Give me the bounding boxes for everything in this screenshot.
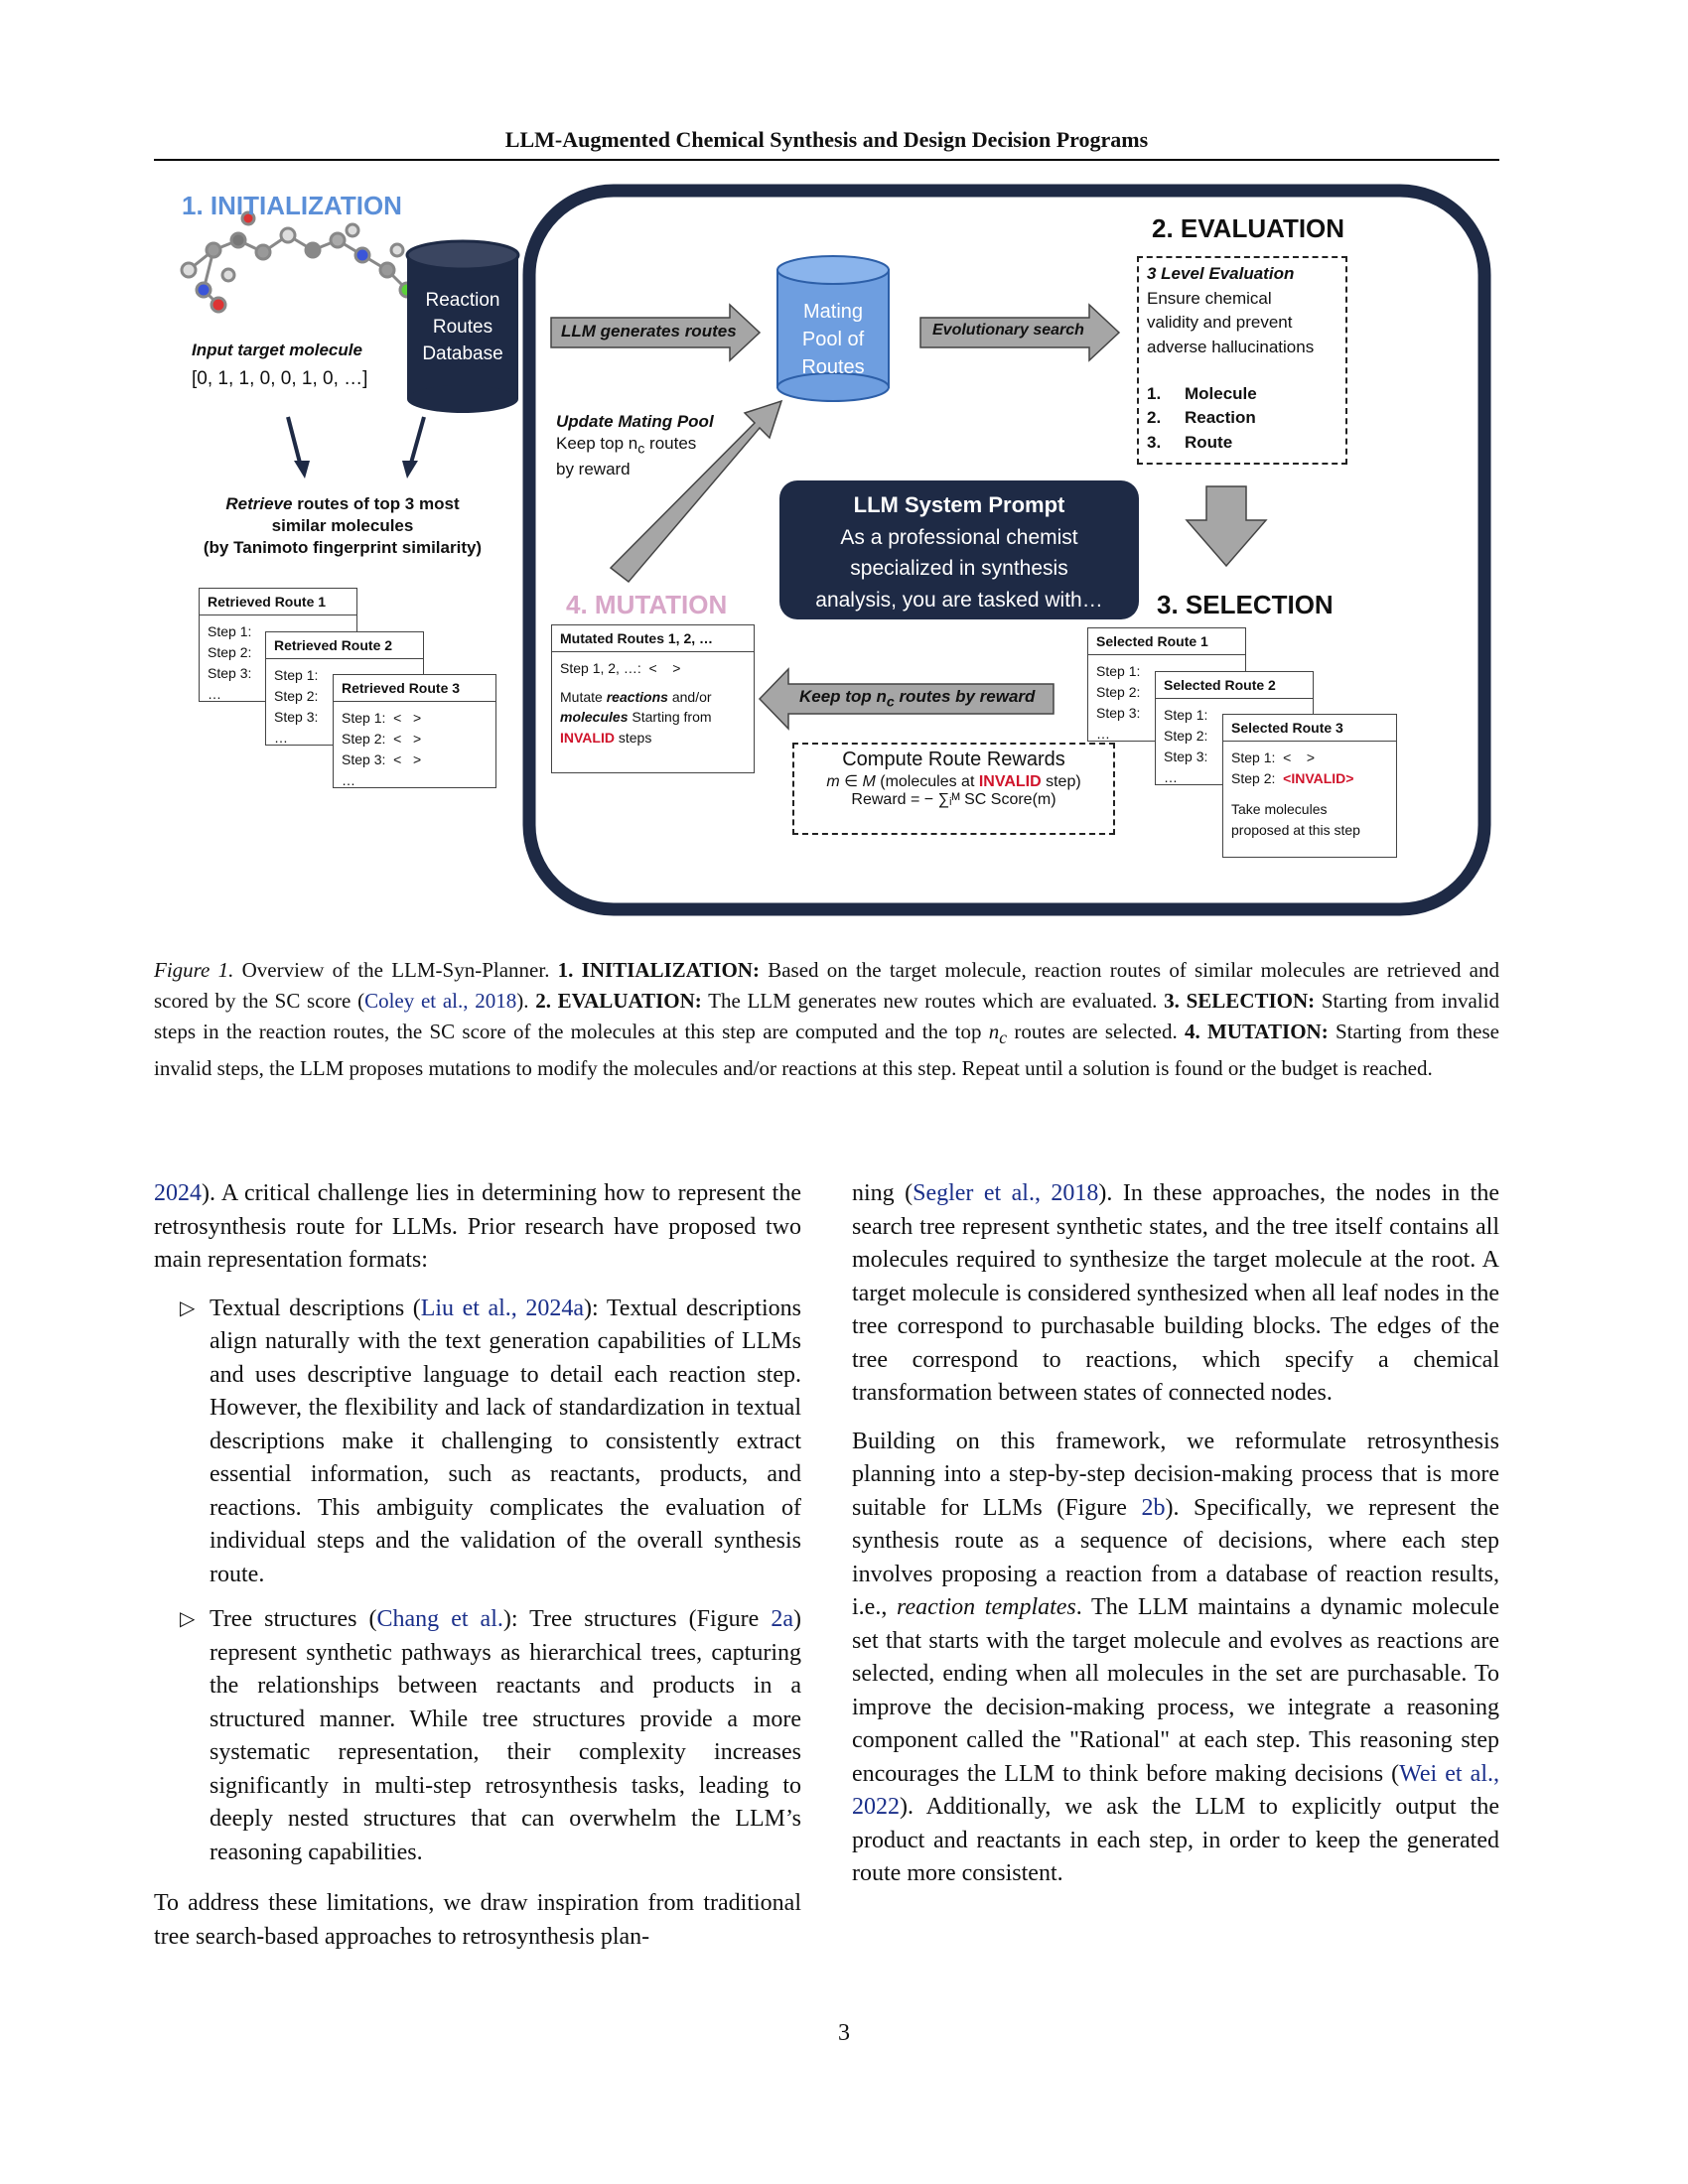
loop-frame — [522, 184, 1491, 916]
mating-pool-cylinder — [776, 255, 890, 402]
figure-ref-link[interactable]: 2b — [1141, 1494, 1166, 1521]
paragraph: Building on this framework, we reformula… — [852, 1428, 1500, 1887]
system-prompt-box: LLM System Prompt As a professional chem… — [779, 480, 1139, 619]
arrow-evolutionary — [919, 303, 1121, 362]
selected-route-card: Selected Route 3 Step 1: < > Step 2: <IN… — [1222, 714, 1397, 858]
llm-generates-label: LLM generates routes — [561, 322, 737, 341]
evolutionary-label: Evolutionary search — [932, 322, 1084, 339]
selection-title: 3. SELECTION — [1157, 590, 1334, 619]
arrow-keep-top — [758, 667, 1055, 731]
citation-link[interactable]: 2024 — [154, 1180, 202, 1206]
update-mating-pool-label: Update Mating Pool Keep top nc routes by… — [556, 412, 714, 478]
mutated-routes-card: Mutated Routes 1, 2, … Step 1, 2, …: < >… — [551, 624, 755, 773]
arrow-llm-generates — [550, 303, 762, 362]
running-head: LLM-Augmented Chemical Synthesis and Des… — [504, 127, 1149, 152]
citation-link[interactable]: Coley et al., 2018 — [364, 989, 517, 1013]
paragraph: ning (Segler et al., 2018). In these app… — [852, 1180, 1500, 1406]
molecule-image — [180, 210, 416, 314]
keep-top-label: Keep top nc routes by reward — [799, 687, 1036, 711]
arrow-down-selection — [1185, 485, 1268, 568]
retrieved-route-card: Retrieved Route 3 Step 1: < >Step 2: < >… — [333, 674, 496, 788]
citation-link[interactable]: Liu et al., 2024a — [420, 1295, 585, 1321]
figure-caption: Figure 1. Overview of the LLM-Syn-Planne… — [154, 958, 1499, 1081]
triangle-bullet-icon: ▷ — [180, 1297, 196, 1319]
triangle-bullet-icon: ▷ — [180, 1608, 196, 1630]
arrow-update-pool — [609, 399, 783, 584]
citation-link[interactable]: Segler et al., 2018 — [913, 1180, 1099, 1206]
figure-1: 1. INITIALIZATION 2. EVALUATION 3. SELEC… — [154, 181, 1499, 920]
citation-link[interactable]: Chang et al. — [376, 1606, 503, 1632]
mutation-title: 4. MUTATION — [566, 590, 728, 619]
rewards-box: Compute Route Rewards m ∈ M (molecules a… — [792, 743, 1115, 835]
left-column: 2024). A critical challenge lies in dete… — [154, 1177, 801, 1954]
eval-title: 2. EVALUATION — [1152, 213, 1345, 243]
retrieve-label: Retrieve routes of top 3 most similar mo… — [203, 494, 483, 558]
bullet-item: ▷Textual descriptions (Liu et al., 2024a… — [154, 1293, 801, 1592]
database-cylinder — [405, 239, 520, 413]
figure-ref-link[interactable]: 2a — [771, 1606, 793, 1632]
right-column: ning (Segler et al., 2018). In these app… — [852, 1177, 1499, 1891]
arrow-to-retrieve-2 — [408, 416, 426, 468]
fingerprint: [0, 1, 1, 0, 0, 1, 0, …] — [192, 368, 368, 389]
input-label: Input target molecule — [192, 341, 362, 359]
figure-graphics — [180, 184, 1491, 916]
init-title: 1. INITIALIZATION — [182, 191, 402, 220]
eval-box: 3 Level Evaluation Ensure chemical valid… — [1137, 256, 1347, 465]
citation-link[interactable]: Wei et al., 2022 — [852, 1760, 1499, 1821]
page-number: 3 — [838, 2020, 850, 2046]
header-rule — [154, 159, 1499, 161]
bullet-item: ▷Tree structures (Chang et al.): Tree st… — [154, 1603, 801, 1869]
arrow-to-retrieve-1 — [286, 416, 303, 468]
paragraph: To address these limitations, we draw in… — [154, 1890, 801, 1950]
paragraph: 2024). A critical challenge lies in dete… — [154, 1180, 801, 1273]
